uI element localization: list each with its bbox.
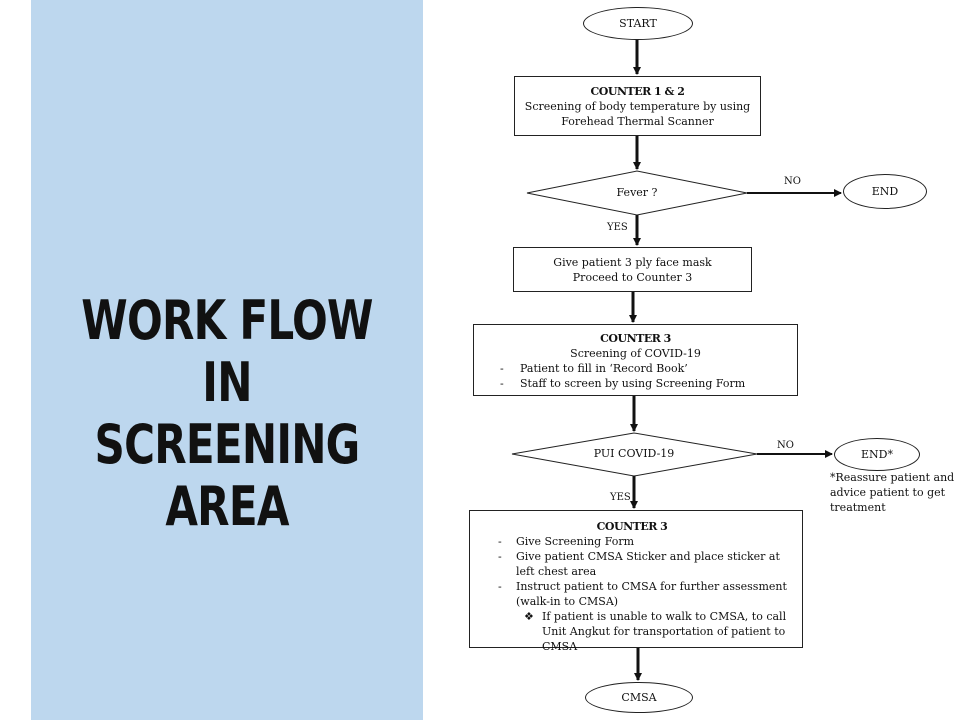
list-item: Patient to fill in ‘Record Book’ bbox=[474, 361, 797, 376]
list-item: Give Screening Form bbox=[470, 534, 794, 549]
counter-3-cmsa-box: COUNTER 3 Give Screening Form Give patie… bbox=[469, 510, 803, 653]
counter-3-screening-heading: COUNTER 3 bbox=[600, 332, 671, 345]
start-node: START bbox=[583, 7, 693, 40]
pui-no-label: NO bbox=[777, 440, 794, 451]
face-mask-line-1: Give patient 3 ply face mask bbox=[553, 256, 712, 269]
list-item: Give patient CMSA Sticker and place stic… bbox=[470, 549, 794, 579]
end-star-label: END* bbox=[861, 448, 893, 461]
counter-3-screening-line-1: Screening of COVID-19 bbox=[570, 347, 701, 360]
diamond-bullet-icon: ❖ bbox=[524, 610, 534, 623]
counter-1-2-heading: COUNTER 1 & 2 bbox=[590, 85, 685, 98]
fever-no-label: NO bbox=[784, 176, 801, 187]
counter-3-cmsa-subitem-text: If patient is unable to walk to CMSA, to… bbox=[542, 610, 787, 653]
counter-3-screening-box: COUNTER 3 Screening of COVID-19 Patient … bbox=[473, 324, 798, 396]
counter-1-2-box: COUNTER 1 & 2 Screening of body temperat… bbox=[514, 76, 761, 136]
start-label: START bbox=[619, 17, 657, 30]
end-star-node: END* bbox=[834, 438, 920, 471]
title-panel bbox=[31, 0, 423, 720]
cmsa-label: CMSA bbox=[621, 691, 657, 704]
list-item: Staff to screen by using Screening Form bbox=[474, 376, 797, 391]
cmsa-node: CMSA bbox=[585, 682, 693, 713]
pui-yes-label: YES bbox=[610, 492, 631, 503]
page-title-line-1: WORK FLOW IN bbox=[81, 289, 373, 414]
end-node: END bbox=[843, 174, 927, 209]
page-title-line-2: SCREENING AREA bbox=[94, 413, 361, 538]
list-item: Instruct patient to CMSA for further ass… bbox=[470, 579, 794, 609]
page-title: WORK FLOW IN SCREENING AREA bbox=[74, 290, 380, 538]
end-label: END bbox=[871, 185, 899, 198]
end-star-note: *Reassure patient and advice patient to … bbox=[830, 471, 955, 514]
counter-1-2-line-1: Screening of body temperature by using bbox=[524, 100, 751, 113]
face-mask-line-2: Proceed to Counter 3 bbox=[572, 271, 693, 284]
counter-3-cmsa-heading: COUNTER 3 bbox=[596, 520, 668, 533]
fever-yes-label: YES bbox=[607, 222, 628, 233]
pui-decision-label: PUI COVID-19 bbox=[593, 447, 675, 460]
counter-3-screening-list: Patient to fill in ‘Record Book’ Staff t… bbox=[474, 361, 797, 391]
counter-3-cmsa-subitem: ❖ If patient is unable to walk to CMSA, … bbox=[470, 609, 794, 654]
face-mask-box: Give patient 3 ply face mask Proceed to … bbox=[513, 247, 752, 292]
counter-3-cmsa-list: Give Screening Form Give patient CMSA St… bbox=[470, 534, 794, 609]
fever-decision-label: Fever ? bbox=[616, 186, 658, 199]
counter-1-2-line-2: Forehead Thermal Scanner bbox=[561, 115, 714, 128]
